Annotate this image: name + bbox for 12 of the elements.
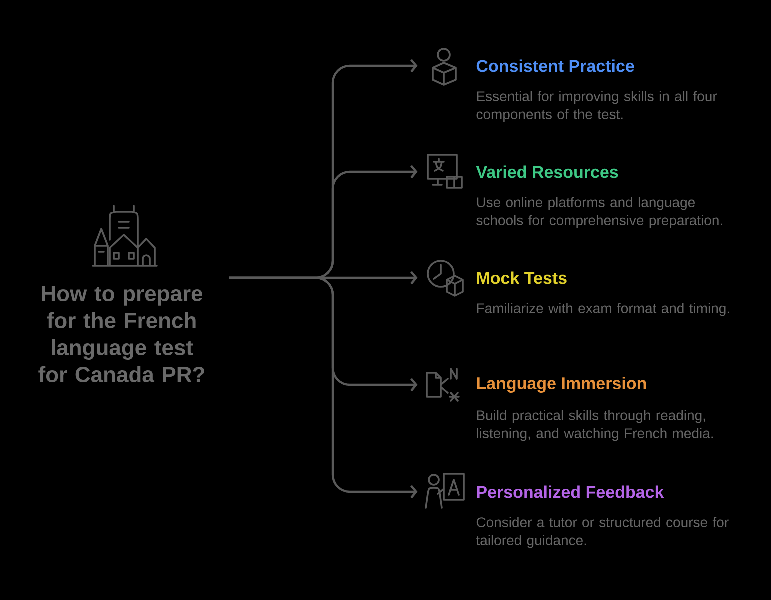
- item-description: Familiarize with exam format and timing.: [477, 303, 730, 316]
- item-heading: Mock Tests: [477, 272, 567, 284]
- item-description: Consider a tutor or structured course for tailored guidance.: [476, 517, 729, 548]
- arrow: [229, 276, 418, 499]
- item-description: Use online platforms and language schools for comprehensive preparation.: [476, 197, 722, 228]
- item-heading: Consistent Practice: [476, 60, 634, 72]
- item-heading: Personalized Feedback: [477, 486, 664, 498]
- item-description: Essential for improving skills in all four components of the test.: [476, 91, 718, 122]
- item-heading: Varied Resources: [476, 166, 618, 178]
- item-description: Build practical skills through reading, listening, and watching French media.: [477, 410, 714, 442]
- item-heading: Language Immersion: [477, 377, 646, 393]
- question-title: How to prepare for the French language test for Canada PR?: [38, 286, 204, 383]
